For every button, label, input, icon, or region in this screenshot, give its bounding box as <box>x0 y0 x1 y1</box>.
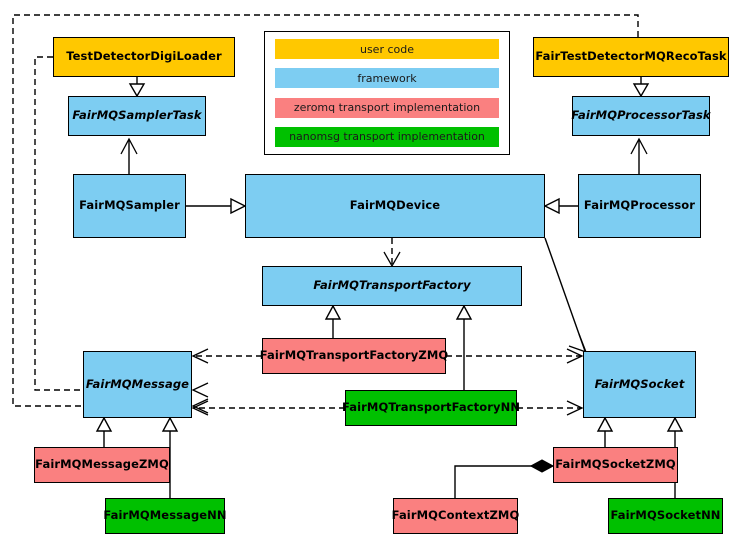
edge-factoryzmq-factory <box>324 304 342 338</box>
class-node-fairmqsampler[interactable]: FairMQSampler <box>73 174 186 238</box>
class-node-fairmqprocessor[interactable]: FairMQProcessor <box>578 174 701 238</box>
class-node-fairtestdetectormqrecotask[interactable]: FairTestDetectorMQRecoTask <box>533 37 729 77</box>
edge-digiloader-samplertask <box>128 77 146 98</box>
legend-label-framework: framework <box>357 71 417 85</box>
class-node-fairmqmessage[interactable]: FairMQMessage <box>83 351 192 418</box>
edge-factorynn-socket <box>517 400 584 416</box>
edge-contextzmq-socketzmq <box>454 459 555 498</box>
legend-item-user-code: user code <box>275 39 499 59</box>
edge-messagezmq-message <box>95 416 113 447</box>
class-node-fairmqdevice[interactable]: FairMQDevice <box>245 174 545 238</box>
class-node-fairmqmessagenn[interactable]: FairMQMessageNN <box>103 498 227 534</box>
edge-socketzmq-socket <box>596 416 614 447</box>
edge-factoryzmq-socket <box>446 348 584 364</box>
legend-panel: user code framework zeromq transport imp… <box>264 31 510 155</box>
edge-sampler-samplertask <box>120 137 138 174</box>
class-node-fairmqprocessortask[interactable]: FairMQProcessorTask <box>571 96 711 136</box>
legend-label-nanomsg: nanomsg transport implementation <box>289 130 485 144</box>
legend-item-zeromq: zeromq transport implementation <box>275 97 499 118</box>
edge-factoryzmq-message <box>191 348 262 364</box>
class-node-fairmqtransportfactory[interactable]: FairMQTransportFactory <box>262 266 522 306</box>
class-node-fairmqsocket[interactable]: FairMQSocket <box>583 351 696 418</box>
class-node-fairmqmessagezmq[interactable]: FairMQMessageZMQ <box>34 447 170 483</box>
class-node-fairmqcontextzmq[interactable]: FairMQContextZMQ <box>392 498 519 534</box>
edge-processor-processortask <box>630 137 648 174</box>
edge-sampler-device <box>186 197 247 215</box>
edge-device-socket <box>544 237 588 354</box>
legend-item-framework: framework <box>275 68 499 89</box>
class-node-testdetectordigiloader[interactable]: TestDetectorDigiLoader <box>53 37 235 77</box>
edge-recotask-processortask <box>632 77 650 98</box>
class-node-fairmqtransportfactoryzmq[interactable]: FairMQTransportFactoryZMQ <box>260 338 448 374</box>
class-node-fairmqsocketnn[interactable]: FairMQSocketNN <box>608 498 723 534</box>
edge-factorynn-factory <box>455 304 473 390</box>
legend-label-user-code: user code <box>359 42 415 56</box>
legend-item-nanomsg: nanomsg transport implementation <box>275 126 499 147</box>
edge-factorynn-message <box>191 400 345 416</box>
legend-label-zeromq: zeromq transport implementation <box>293 101 481 115</box>
class-node-fairmqsamplertask[interactable]: FairMQSamplerTask <box>68 96 206 136</box>
edge-device-transportfactory <box>383 238 401 268</box>
edge-processor-device <box>543 197 578 215</box>
class-node-fairmqtransportfactorynn[interactable]: FairMQTransportFactoryNN <box>342 390 520 426</box>
class-node-fairmqsocketzmq[interactable]: FairMQSocketZMQ <box>553 447 678 483</box>
